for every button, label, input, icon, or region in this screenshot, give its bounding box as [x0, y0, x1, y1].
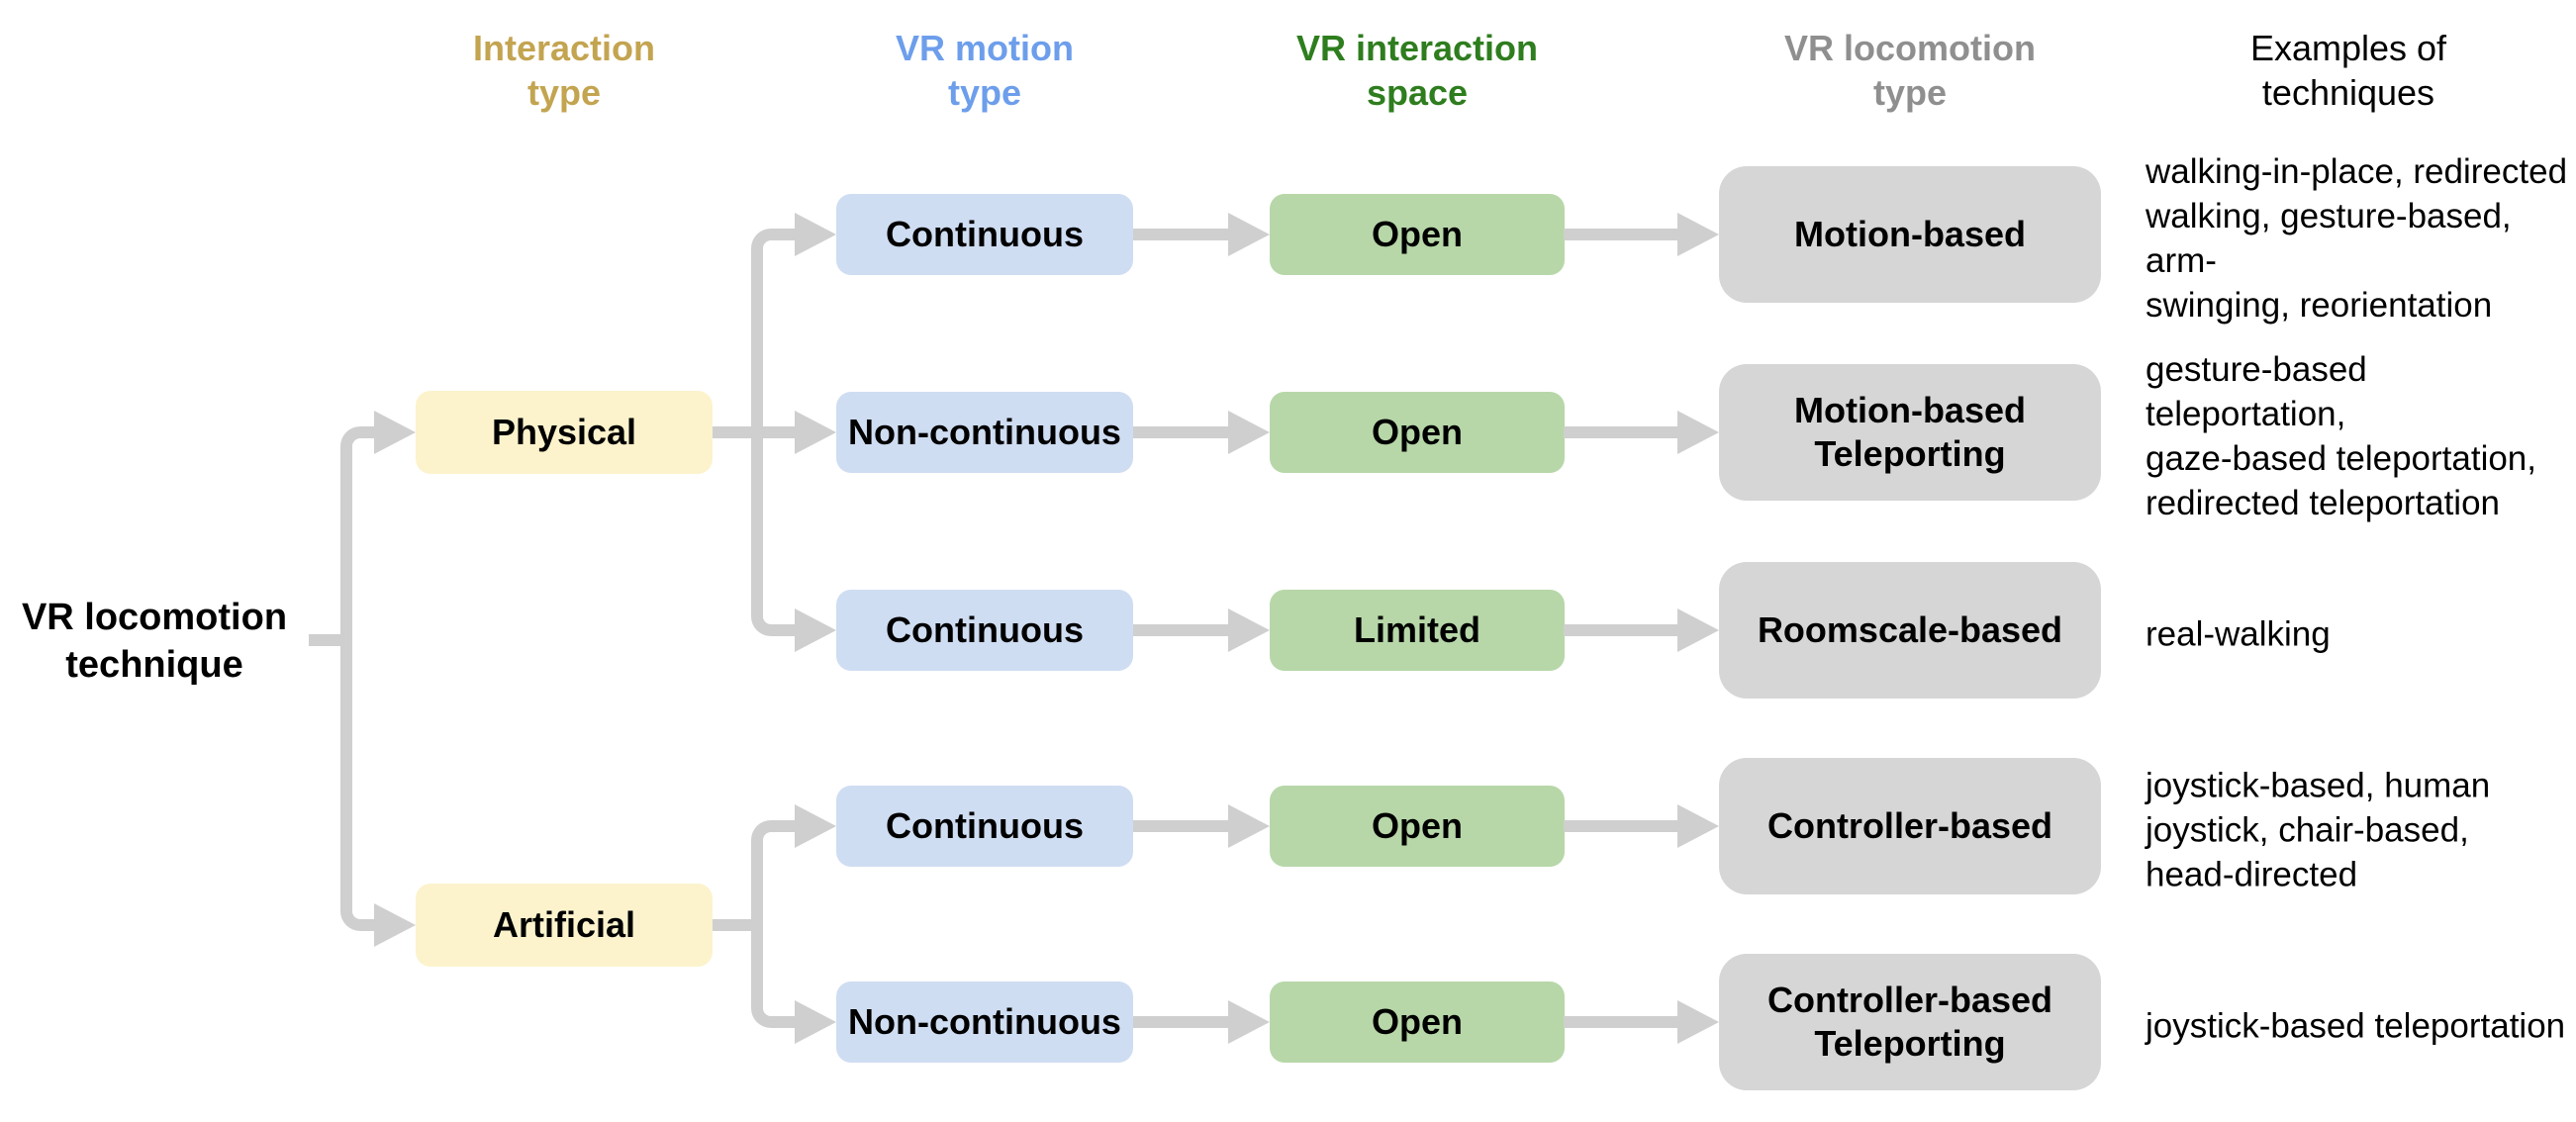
connector-artificial-stub	[713, 919, 751, 931]
connector-motion-to-space	[1133, 1016, 1230, 1028]
node-artificial: Artificial	[416, 884, 713, 967]
column-header-vr-interaction-space: VR interaction space	[1295, 28, 1539, 113]
connector-space-to-locomotion	[1564, 820, 1679, 832]
arrowhead-into-motion-box	[795, 213, 836, 256]
arrowhead-into-space-box	[1228, 1000, 1270, 1044]
connector-root-stub	[309, 634, 340, 646]
arrowhead-into-physical	[374, 411, 416, 454]
connector-space-to-locomotion	[1564, 229, 1679, 240]
column-header-interaction-type: Interaction type	[472, 28, 656, 113]
arrowhead-into-motion-box	[795, 1000, 836, 1044]
connector-space-to-locomotion	[1564, 624, 1679, 636]
node-locomotion-type: Controller-based	[1719, 758, 2101, 894]
node-motion-type: Non-continuous	[836, 982, 1133, 1063]
arrowhead-into-locomotion-box	[1677, 1000, 1719, 1044]
examples-text: joystick-based teleportation	[2146, 1006, 2566, 1046]
node-interaction-space: Open	[1270, 786, 1565, 867]
root-node-label: VR locomotion technique	[21, 597, 288, 686]
examples-text: joystick-based, human joystick, chair-ba…	[2146, 766, 2491, 894]
column-header-examples-of-techniques: Examples of techniques	[2249, 28, 2447, 113]
arrowhead-into-motion-box	[795, 411, 836, 454]
node-interaction-space: Open	[1270, 392, 1565, 473]
node-interaction-space: Open	[1270, 982, 1565, 1063]
connector-root-trunk	[340, 426, 374, 931]
connector-motion-to-space	[1133, 426, 1230, 438]
column-header-vr-motion-type: VR motion type	[896, 28, 1074, 113]
node-motion-type: Non-continuous	[836, 392, 1133, 473]
arrowhead-into-artificial	[374, 903, 416, 947]
examples-text: walking-in-place, redirected walking, ge…	[2146, 152, 2568, 325]
node-locomotion-type: Roomscale-based	[1719, 562, 2101, 699]
arrowhead-into-locomotion-box	[1677, 213, 1719, 256]
arrowhead-into-motion-box	[795, 608, 836, 652]
node-locomotion-type: Motion-based	[1719, 166, 2101, 303]
connector-space-to-locomotion	[1564, 1016, 1679, 1028]
arrowhead-into-locomotion-box	[1677, 411, 1719, 454]
node-motion-type: Continuous	[836, 786, 1133, 867]
connector-motion-to-space	[1133, 229, 1230, 240]
arrowhead-into-locomotion-box	[1677, 608, 1719, 652]
arrowhead-into-space-box	[1228, 411, 1270, 454]
arrowhead-into-space-box	[1228, 804, 1270, 848]
arrowhead-into-space-box	[1228, 213, 1270, 256]
arrowhead-into-motion-box	[795, 804, 836, 848]
node-interaction-space: Open	[1270, 194, 1565, 275]
arrowhead-into-locomotion-box	[1677, 804, 1719, 848]
arrowhead-into-space-box	[1228, 608, 1270, 652]
node-motion-type: Continuous	[836, 194, 1133, 275]
connector-motion-to-space	[1133, 820, 1230, 832]
examples-text: gesture-based teleportation, gaze-based …	[2146, 350, 2536, 522]
node-locomotion-type: Controller-based Teleporting	[1719, 954, 2101, 1090]
connector-space-to-locomotion	[1564, 426, 1679, 438]
column-header-vr-locomotion-type: VR locomotion type	[1784, 28, 2036, 113]
connector-artificial-trunk	[751, 820, 795, 1028]
node-locomotion-type: Motion-based Teleporting	[1719, 364, 2101, 501]
node-interaction-space: Limited	[1270, 590, 1565, 671]
node-motion-type: Continuous	[836, 590, 1133, 671]
node-physical: Physical	[416, 391, 713, 474]
examples-text: real-walking	[2146, 614, 2331, 654]
connector-physical-stub	[713, 426, 795, 438]
connector-motion-to-space	[1133, 624, 1230, 636]
